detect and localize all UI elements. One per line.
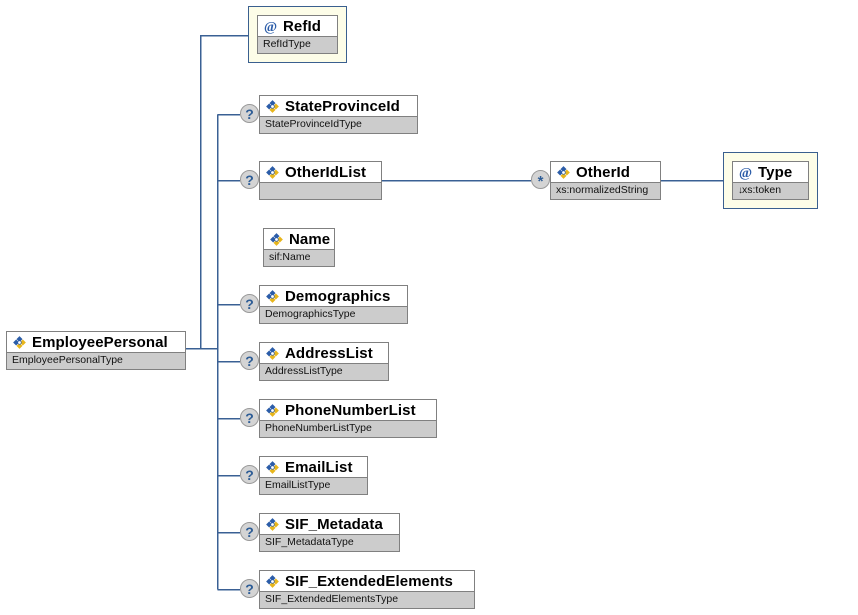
node-sif-metadata[interactable]: SIF_Metadata SIF_MetadataType	[259, 513, 400, 552]
node-name-row: SIF_ExtendedElements	[260, 571, 474, 591]
svg-text:@: @	[739, 165, 752, 180]
node-label: AddressList	[285, 345, 373, 362]
node-label: PhoneNumberList	[285, 402, 416, 419]
attribute-icon: @	[738, 165, 753, 180]
svg-text:@: @	[264, 19, 277, 34]
node-label: StateProvinceId	[285, 98, 400, 115]
repeating-marker-otherid[interactable]: *	[531, 170, 550, 190]
node-name-row: EmailList	[260, 457, 367, 477]
node-type: ↓xs:token	[733, 182, 808, 199]
node-type: SIF_MetadataType	[260, 534, 399, 551]
node-demographics[interactable]: Demographics DemographicsType	[259, 285, 408, 324]
node-addresslist[interactable]: AddressList AddressListType	[259, 342, 389, 381]
element-icon	[265, 346, 280, 361]
optional-marker-sif-extendedelements[interactable]: ?	[240, 579, 259, 598]
node-stateprovinceid[interactable]: StateProvinceId StateProvinceIdType	[259, 95, 418, 134]
node-otheridlist[interactable]: OtherIdList	[259, 161, 382, 200]
optional-marker-sif-metadata[interactable]: ?	[240, 522, 259, 541]
node-label: RefId	[283, 18, 321, 35]
element-icon	[265, 517, 280, 532]
node-emaillist[interactable]: EmailList EmailListType	[259, 456, 368, 495]
element-icon	[265, 99, 280, 114]
node-label: EmployeePersonal	[32, 334, 168, 351]
node-type-attribute[interactable]: @ Type ↓xs:token	[723, 152, 818, 209]
node-refid[interactable]: @ RefId RefIdType	[248, 6, 347, 63]
node-type: AddressListType	[260, 363, 388, 380]
node-inner: @ RefId RefIdType	[257, 15, 338, 54]
node-name-row: PhoneNumberList	[260, 400, 436, 420]
element-icon	[265, 574, 280, 589]
element-icon	[265, 165, 280, 180]
node-name-row: Name	[264, 229, 334, 249]
node-name-row: SIF_Metadata	[260, 514, 399, 534]
node-phonenumberlist[interactable]: PhoneNumberList PhoneNumberListType	[259, 399, 437, 438]
node-name-row: OtherIdList	[260, 162, 381, 182]
node-label: EmailList	[285, 459, 353, 476]
node-type: RefIdType	[258, 36, 337, 53]
attribute-icon: @	[263, 19, 278, 34]
node-type: EmployeePersonalType	[7, 352, 185, 369]
node-type: EmailListType	[260, 477, 367, 494]
node-sif-extendedelements[interactable]: SIF_ExtendedElements SIF_ExtendedElement…	[259, 570, 475, 609]
node-type: StateProvinceIdType	[260, 116, 417, 133]
element-icon	[265, 289, 280, 304]
element-icon	[12, 335, 27, 350]
node-type-text: xs:token	[742, 184, 782, 196]
node-name-row: @ Type	[733, 162, 808, 182]
optional-marker-stateprovinceid[interactable]: ?	[240, 104, 259, 123]
node-type: SIF_ExtendedElementsType	[260, 591, 474, 608]
optional-marker-demographics[interactable]: ?	[240, 294, 259, 313]
node-type	[260, 182, 381, 199]
optional-marker-addresslist[interactable]: ?	[240, 351, 259, 370]
node-type: sif:Name	[264, 249, 334, 266]
derived-type-arrow-icon: ↓	[738, 185, 743, 196]
node-name-row: AddressList	[260, 343, 388, 363]
element-icon	[269, 232, 284, 247]
node-name-row: OtherId	[551, 162, 660, 182]
node-label: Demographics	[285, 288, 391, 305]
element-icon	[265, 460, 280, 475]
node-type: xs:normalizedString	[551, 182, 660, 199]
node-otherid[interactable]: OtherId xs:normalizedString	[550, 161, 661, 200]
optional-marker-phonenumberlist[interactable]: ?	[240, 408, 259, 427]
optional-marker-otheridlist[interactable]: ?	[240, 170, 259, 189]
node-label: SIF_ExtendedElements	[285, 573, 453, 590]
element-icon	[265, 403, 280, 418]
node-name-row: @ RefId	[258, 16, 337, 36]
node-label: Type	[758, 164, 793, 181]
node-inner: @ Type ↓xs:token	[732, 161, 809, 200]
node-name-element[interactable]: Name sif:Name	[263, 228, 335, 267]
node-label: OtherIdList	[285, 164, 367, 181]
optional-marker-emaillist[interactable]: ?	[240, 465, 259, 484]
node-name-row: Demographics	[260, 286, 407, 306]
node-label: Name	[289, 231, 331, 248]
node-label: SIF_Metadata	[285, 516, 383, 533]
node-label: OtherId	[576, 164, 631, 181]
element-icon	[556, 165, 571, 180]
node-type: DemographicsType	[260, 306, 407, 323]
node-name-row: StateProvinceId	[260, 96, 417, 116]
node-name-row: EmployeePersonal	[7, 332, 185, 352]
node-employeepersonal[interactable]: EmployeePersonal EmployeePersonalType	[6, 331, 186, 370]
node-type: PhoneNumberListType	[260, 420, 436, 437]
